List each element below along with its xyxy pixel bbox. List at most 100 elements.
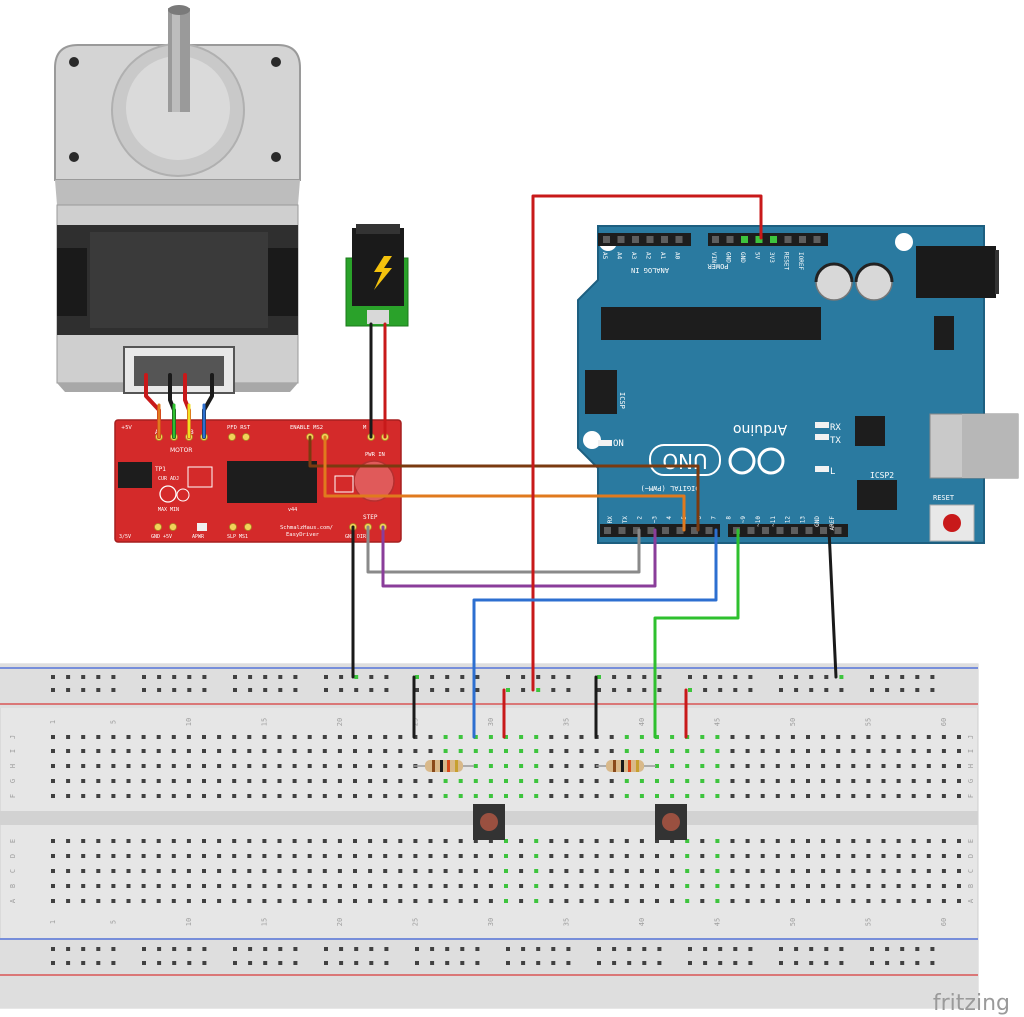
rail-hole [612,688,617,692]
breadboard-hole [277,869,282,873]
breadboard-hole [428,794,433,798]
breadboard-hole [579,749,584,753]
rail-hole [627,688,632,692]
breadboard-hole [700,899,705,903]
rail-hole [521,947,526,951]
row-letter: F [967,794,975,798]
breadboard-hole [126,794,131,798]
breadboard-hole [81,899,86,903]
column-number: 10 [185,918,193,926]
rail-hole [293,675,298,679]
breadboard-hole [217,735,222,739]
breadboard-hole [534,884,539,888]
breadboard-hole [821,839,826,843]
breadboard-hole [171,839,176,843]
rail-hole [430,947,435,951]
svg-text:APWR: APWR [192,534,205,540]
breadboard-hole [730,749,735,753]
breadboard-hole [232,884,237,888]
rail-hole [415,947,419,951]
rail-hole [293,688,298,692]
row-letter: D [9,854,17,858]
breadboard-hole [81,794,86,798]
breadboard-hole [51,779,55,783]
pushbutton [655,804,687,840]
breadboard-hole [428,899,433,903]
rail-hole [157,675,162,679]
driver-chip [227,461,317,503]
breadboard-hole [760,735,765,739]
rail-hole [703,947,708,951]
rail-hole [430,961,435,965]
rail-hole [657,947,662,951]
breadboard-hole [458,749,463,753]
breadboard-hole [473,839,478,843]
breadboard-hole [232,764,237,768]
breadboard-hole [383,869,388,873]
breadboard-hole [337,899,342,903]
breadboard-hole [685,839,690,843]
digital-pin-label: 2 [637,516,644,520]
digital-pin-label: ~11 [770,516,777,527]
breadboard-hole [655,764,659,768]
rail-hole [839,688,844,692]
breadboard-hole [398,735,403,739]
breadboard-hole [745,899,750,903]
rx-label: RX [830,423,841,433]
breadboard-hole [670,869,675,873]
breadboard-hole [398,794,403,798]
breadboard-hole [368,794,373,798]
breadboard-hole [81,779,86,783]
breadboard-hole [851,779,856,783]
breadboard-hole [81,735,86,739]
breadboard-hole [141,884,146,888]
enable-wire-brown [308,435,700,532]
breadboard-hole [579,735,584,739]
rail-hole [248,688,253,692]
rail-hole [703,688,708,692]
rail-hole [384,688,389,692]
breadboard-hole [609,735,614,739]
breadboard-hole [715,884,720,888]
breadboard-hole [156,749,161,753]
breadboard-hole [292,839,297,843]
breadboard-hole [307,839,312,843]
breadboard-hole [126,839,131,843]
breadboard-hole [670,794,675,798]
breadboard-hole [926,764,931,768]
breadboard-hole [322,839,327,843]
reset-button-cap[interactable] [943,514,961,532]
rail-hole [157,947,162,951]
breadboard-hole [247,839,252,843]
breadboard-hole [443,735,448,739]
lightning-icon [374,256,392,290]
breadboard-hole [790,764,795,768]
rail-hole [263,947,268,951]
breadboard-hole [307,779,312,783]
svg-text:M: M [363,425,367,431]
row-letter: A [9,898,17,903]
breadboard-hole [81,764,86,768]
rail-hole [278,688,283,692]
rail-hole [142,688,146,692]
breadboard-hole [941,794,946,798]
breadboard-hole [775,854,780,858]
breadboard-hole [488,749,493,753]
breadboard-hole [534,839,539,843]
breadboard-hole [458,735,463,739]
breadboard-hole [655,749,659,753]
rail-hole [324,947,328,951]
breadboard-hole [760,839,765,843]
breadboard-hole [277,854,282,858]
breadboard-hole [851,869,856,873]
breadboard-hole [851,884,856,888]
breadboard-hole [549,779,554,783]
breadboard-hole [111,899,116,903]
breadboard-hole [232,899,237,903]
rail-hole [415,675,419,679]
breadboard-hole [760,899,765,903]
breadboard-hole [926,779,931,783]
breadboard-hole [836,779,841,783]
column-number: 35 [562,918,570,926]
breadboard-hole [519,794,524,798]
